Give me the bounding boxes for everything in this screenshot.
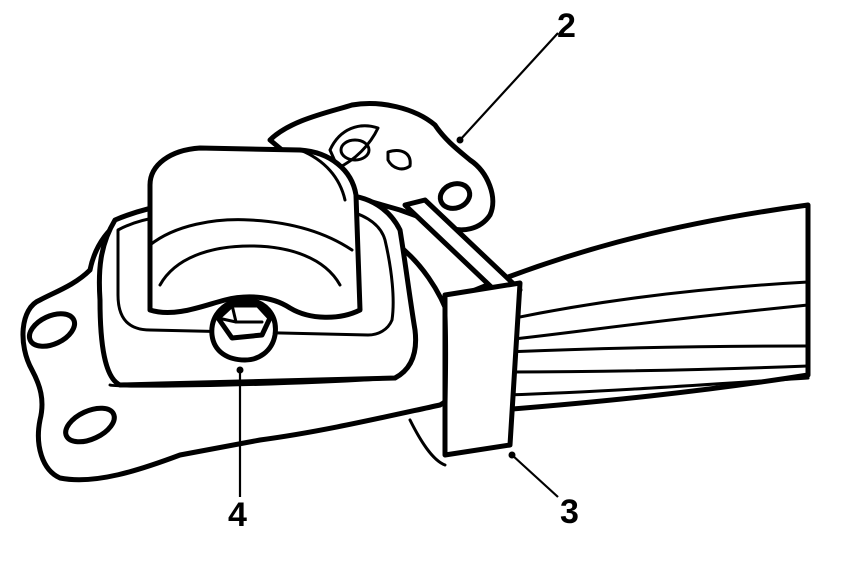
leader-3 xyxy=(511,454,559,498)
mounting-bolt xyxy=(209,297,278,363)
leader-4-dot xyxy=(236,366,244,374)
leader-2-dot xyxy=(456,136,464,144)
rear-bracket xyxy=(267,101,496,233)
callout-4: 4 xyxy=(228,496,247,534)
support-arm xyxy=(467,202,811,413)
retainer-clip xyxy=(402,197,523,467)
rubber-bushing xyxy=(147,145,363,320)
callout-3: 3 xyxy=(560,493,579,531)
leader-2 xyxy=(459,32,559,141)
callout-2: 2 xyxy=(557,7,576,45)
leader-3-dot xyxy=(508,451,516,459)
leader-lines xyxy=(236,32,559,498)
